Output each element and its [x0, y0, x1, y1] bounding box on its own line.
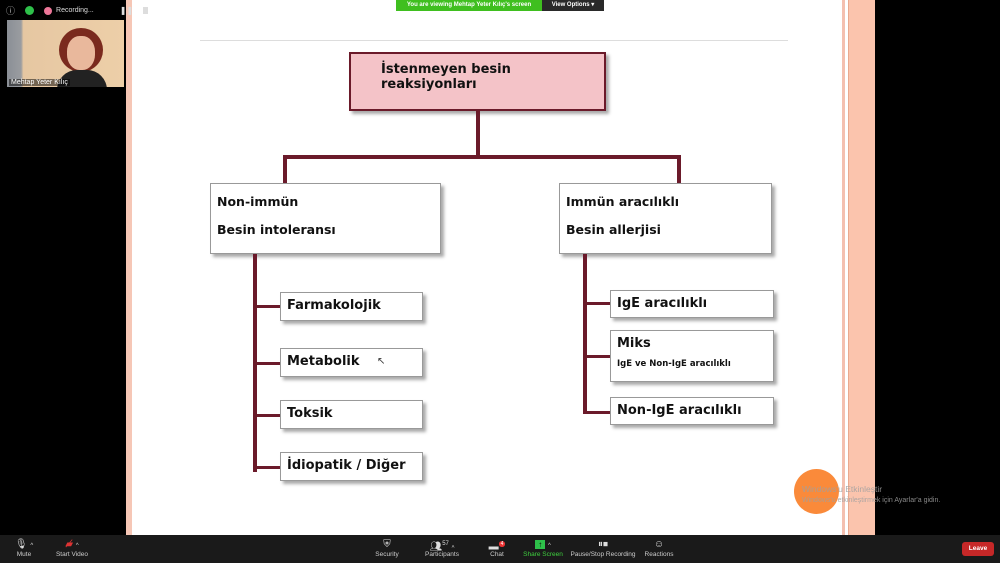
leave-button[interactable]: Leave [962, 542, 994, 556]
left-item-label: Farmakolojik [287, 298, 381, 313]
pause-recording-icon[interactable]: ❚❚ [119, 6, 134, 15]
security-label: Security [375, 551, 399, 558]
left-item-label: Toksik [287, 406, 333, 421]
chat-badge: 4 [498, 541, 506, 547]
stop-recording-icon[interactable] [143, 7, 149, 14]
mouse-cursor-icon: ↖ [377, 356, 386, 367]
root-box: İstenmeyen besin reaksiyonları [349, 52, 606, 111]
info-icon[interactable]: ⓘ [6, 6, 16, 16]
connector [283, 155, 287, 183]
participant-face [67, 36, 95, 70]
right-item: IgE aracılıklı [610, 290, 774, 318]
connector [253, 362, 281, 365]
right-item-sublabel: IgE ve Non-IgE aracılıklı [617, 359, 731, 369]
security-button[interactable]: ⛨Security [357, 538, 417, 558]
non-immune-title: Non-immün [217, 194, 299, 209]
recording-label: Recording... [56, 7, 94, 14]
meeting-status: ⓘ Recording... ❚❚ [6, 4, 149, 17]
pause-stop-icon: ⏸⏹ [598, 539, 608, 550]
smiley-icon: ☺ [653, 539, 665, 550]
divider [200, 40, 788, 41]
slide-border-stripe [842, 0, 845, 535]
record-label: Pause/Stop Recording [570, 551, 636, 558]
connector [253, 466, 281, 469]
immune-box: Immün aracılıklı Besin allerjisi [559, 183, 772, 254]
connector [583, 254, 587, 414]
chat-icon: ▬4 [488, 541, 506, 553]
non-immune-subtitle: Besin intoleransı [217, 222, 336, 237]
left-item: Metabolik [280, 348, 423, 377]
encryption-shield-icon[interactable] [25, 6, 35, 15]
participants-button[interactable]: 👥︎57 ^Participants [412, 538, 472, 558]
share-screen-button[interactable]: ↑ ^Share Screen [513, 538, 573, 558]
mute-label: Mute [16, 551, 32, 558]
connector [253, 414, 281, 417]
chat-label: Chat [490, 551, 504, 558]
activation-watermark-title: Windows'u Etkinleştir [802, 484, 883, 494]
left-item-label: İdiopatik / Diğer [287, 458, 406, 473]
viewing-banner: You are viewing Mehtap Yeter Kılıç's scr… [396, 0, 542, 11]
meeting-toolbar: 🎙︎ ^Mute ▰̸ ^Start Video ⛨Security 👥︎57 … [0, 535, 1000, 563]
participant-name: Mehtap Yeter Kılıç [9, 79, 70, 86]
pause-stop-recording-button[interactable]: ⏸⏹Pause/Stop Recording [568, 538, 638, 558]
root-label: İstenmeyen besin reaksiyonları [381, 62, 511, 92]
connector [583, 302, 611, 305]
immune-subtitle: Besin allerjisi [566, 222, 661, 237]
participants-icon: 👥︎57 ^ [429, 541, 455, 553]
presenter-pointer-circle [794, 469, 839, 514]
share-screen-icon: ↑ ^ [513, 538, 573, 551]
left-item: Farmakolojik [280, 292, 423, 321]
start-video-label: Start Video [55, 551, 89, 558]
recording-dot-icon [44, 6, 53, 15]
connector [583, 355, 611, 358]
participants-label: Participants [425, 551, 459, 558]
left-item-label: Metabolik [287, 354, 360, 369]
connector [476, 111, 480, 157]
right-item-label: Miks [617, 336, 651, 351]
connector [583, 411, 611, 414]
immune-title: Immün aracılıklı [566, 194, 680, 209]
left-item: Toksik [280, 400, 423, 429]
video-off-icon: ▰̸ ^ [65, 539, 79, 550]
microphone-icon: 🎙︎ ^ [14, 539, 34, 550]
connector [677, 155, 681, 183]
right-item-label: IgE aracılıklı [617, 296, 708, 311]
view-options-button[interactable]: View Options ▾ [542, 0, 604, 11]
connector [253, 305, 281, 308]
shield-icon: ⛨ [383, 539, 391, 550]
left-item: İdiopatik / Diğer [280, 452, 423, 481]
start-video-button[interactable]: ▰̸ ^Start Video [42, 538, 102, 558]
mute-button[interactable]: 🎙︎ ^Mute [0, 538, 54, 558]
right-item-label: Non-IgE aracılıklı [617, 403, 742, 418]
participants-count: 57 [442, 541, 449, 547]
right-item: Non-IgE aracılıklı [610, 397, 774, 425]
slide-border-left [126, 0, 132, 535]
activation-watermark-subtitle: Windows'u etkinleştirmek için Ayarlar'a … [802, 497, 941, 504]
reactions-button[interactable]: ☺Reactions [629, 538, 689, 558]
view-options-label: View Options [551, 2, 590, 8]
participant-video[interactable]: Mehtap Yeter Kılıç [7, 20, 124, 87]
non-immune-box: Non-immün Besin intoleransı [210, 183, 441, 254]
slide-border-stripe [848, 0, 875, 535]
share-screen-label: Share Screen [523, 551, 563, 558]
reactions-label: Reactions [644, 551, 674, 558]
connector [283, 155, 681, 159]
